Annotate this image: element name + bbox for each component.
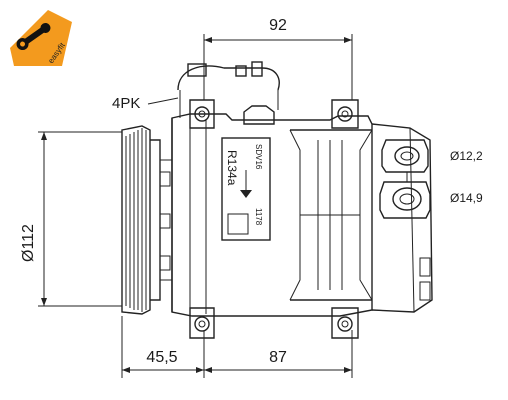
label-top-width: 92: [269, 17, 287, 34]
electrical-connector: [177, 61, 280, 118]
compressor-body: [159, 99, 433, 339]
dimension-bottom: 45,5 87: [121, 316, 353, 378]
label-clutch-diameter: Ø112: [20, 224, 37, 262]
label-bottom-left: 45,5: [146, 349, 177, 366]
dimension-top-width: 92: [203, 17, 353, 100]
label-port-upper: Ø12,2: [450, 149, 483, 163]
pulley: [121, 125, 173, 315]
plate-refrigerant: R134a: [225, 150, 239, 186]
plate-code: 1178: [254, 208, 263, 226]
belt-label: 4PK: [112, 95, 140, 112]
rating-plate: R134a SDV16 1178: [221, 137, 271, 241]
label-bottom-right: 87: [269, 349, 287, 366]
label-port-lower: Ø14,9: [450, 191, 483, 205]
refrigerant-ports: [379, 139, 431, 219]
dimension-clutch-diameter: Ø112: [20, 131, 122, 307]
plate-model: SDV16: [254, 144, 263, 170]
easyfit-logo: easyfit: [10, 10, 72, 66]
